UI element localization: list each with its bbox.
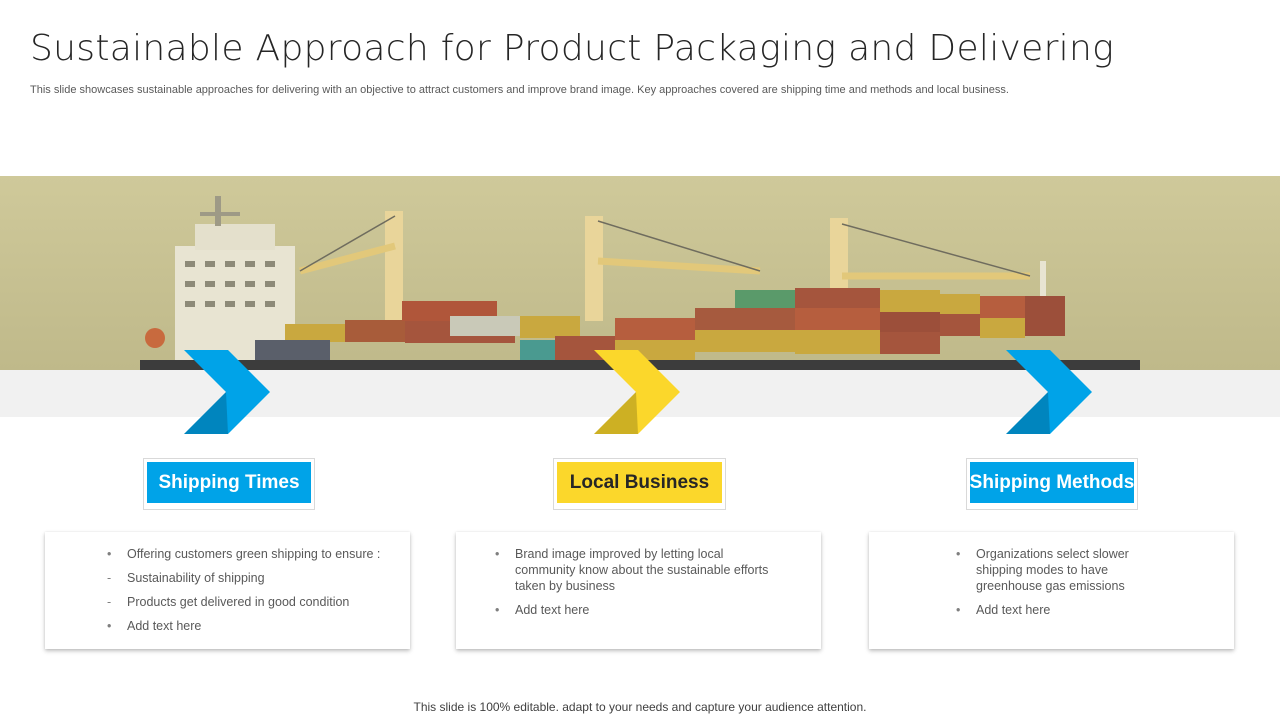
bullet-list: Offering customers green shipping to ens… [107, 546, 397, 642]
bullet-list: Organizations select slower shipping mod… [956, 546, 1166, 626]
step-label-text: Shipping Methods [970, 462, 1134, 503]
bullet-list: Brand image improved by letting local co… [495, 546, 780, 626]
chevron-right-icon [594, 350, 680, 434]
step-card-shipping-times: Offering customers green shipping to ens… [45, 532, 410, 649]
slide-title: Sustainable Approach for Product Packagi… [30, 28, 1114, 69]
step-label-shipping-methods: Shipping Methods [966, 458, 1138, 510]
step-label-text: Shipping Times [147, 462, 311, 503]
slide-subtitle: This slide showcases sustainable approac… [30, 84, 1009, 96]
list-item: Brand image improved by letting local co… [495, 546, 780, 594]
list-item: Organizations select slower shipping mod… [956, 546, 1166, 594]
footer-note: This slide is 100% editable. adapt to yo… [413, 700, 867, 714]
step-label-local-business: Local Business [553, 458, 726, 510]
list-item: Add text here [495, 602, 780, 618]
list-item: Offering customers green shipping to ens… [107, 546, 397, 562]
cargo-ship-image [0, 176, 1280, 370]
list-item: Add text here [956, 602, 1166, 618]
list-item: Add text here [107, 618, 397, 634]
step-card-local-business: Brand image improved by letting local co… [456, 532, 821, 649]
chevron-right-icon [1006, 350, 1092, 434]
list-item: Sustainability of shipping [107, 570, 397, 586]
chevron-right-icon [184, 350, 270, 434]
step-label-text: Local Business [557, 462, 722, 503]
step-card-shipping-methods: Organizations select slower shipping mod… [869, 532, 1234, 649]
step-label-shipping-times: Shipping Times [143, 458, 315, 510]
cargo-ship-banner [0, 176, 1280, 370]
list-item: Products get delivered in good condition [107, 594, 397, 610]
